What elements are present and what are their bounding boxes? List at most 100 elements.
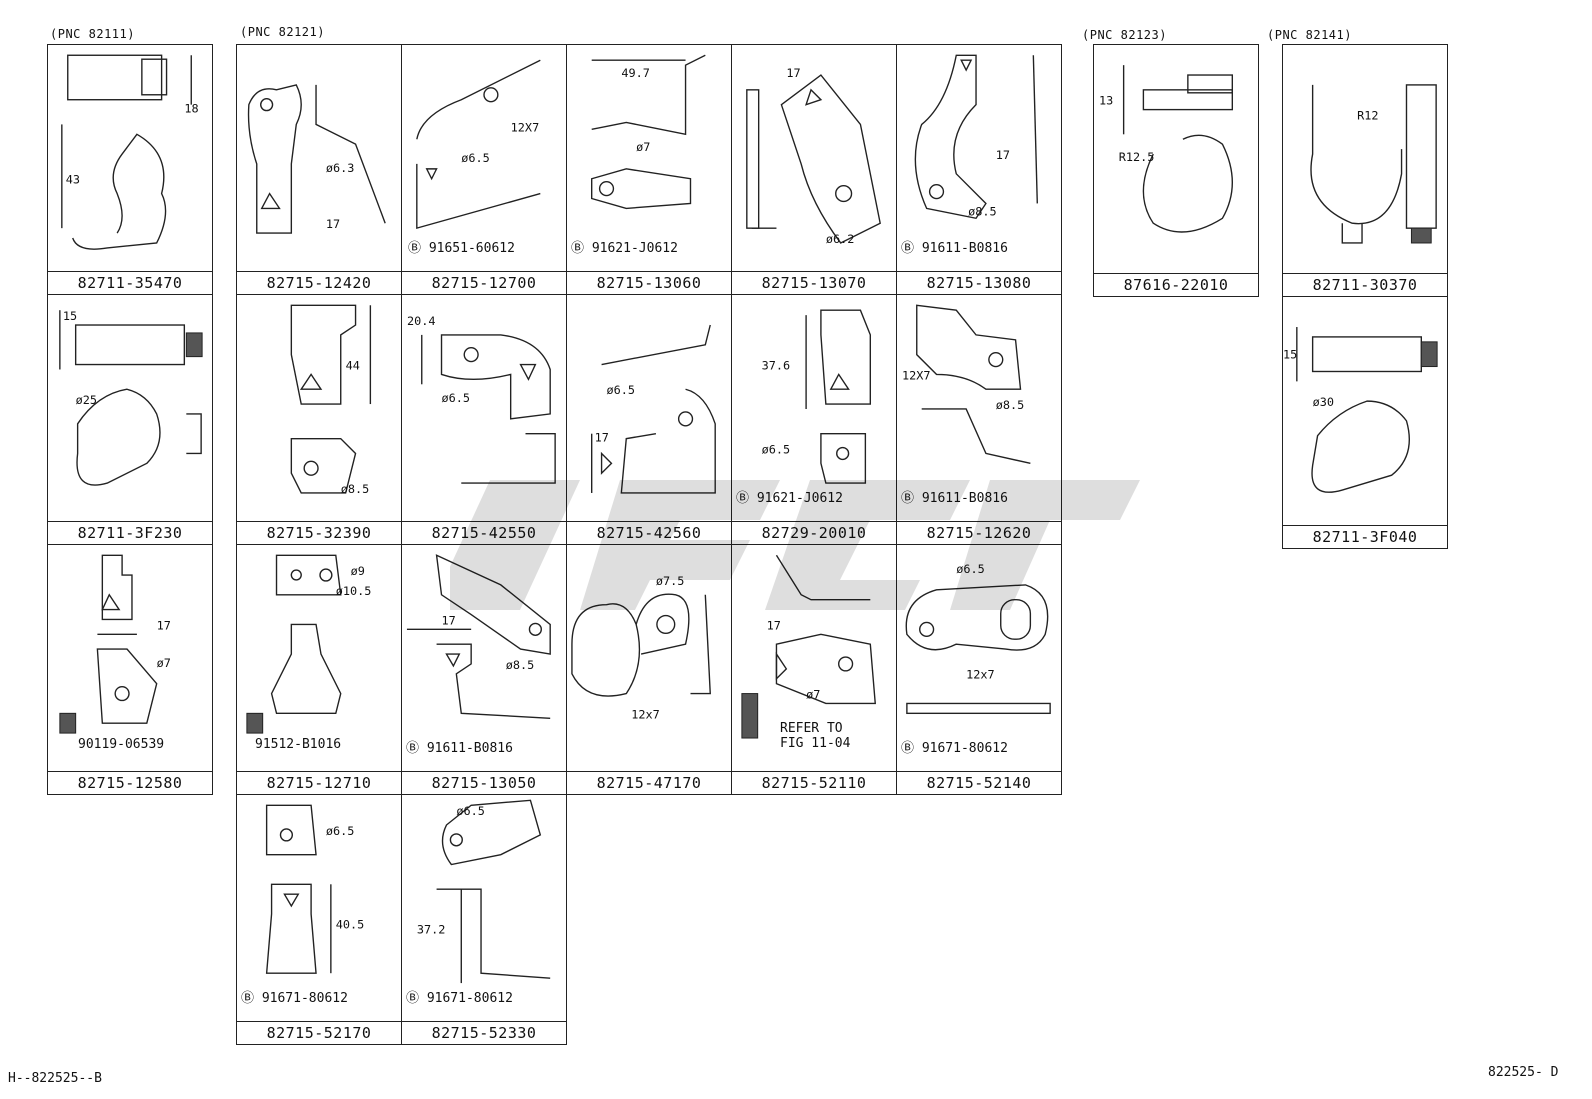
dim-label: 17 bbox=[326, 217, 340, 231]
part-number: 82715-13080 bbox=[897, 271, 1061, 294]
bolt-ref: Ⓑ 91621-J0612 bbox=[736, 491, 843, 506]
dim-label: 40.5 bbox=[336, 918, 365, 932]
dim-label: 12x7 bbox=[631, 707, 660, 721]
bolt-ref-number: 90119-06539 bbox=[78, 737, 165, 752]
bolt-ref-number: 91611-B0816 bbox=[426, 741, 513, 756]
dim-label: ø7 bbox=[806, 688, 820, 702]
dim-label: ø8.5 bbox=[996, 398, 1025, 412]
dim-label: 15 bbox=[63, 309, 77, 323]
diagram-code-right: 822525- D bbox=[1488, 1065, 1559, 1080]
part-cell-82715-12420[interactable]: ø6.3 17 82715-12420 bbox=[236, 44, 402, 295]
bracket-drawing: 17 ø8.5 bbox=[406, 554, 551, 719]
part-cell-82715-52170[interactable]: ø6.5 40.5 Ⓑ 91671-80612 82715-52170 bbox=[236, 794, 402, 1045]
dim-label: 12X7 bbox=[511, 120, 540, 134]
dim-label: 15 bbox=[1283, 348, 1297, 362]
dim-label: 12X7 bbox=[902, 368, 931, 382]
part-cell-82715-52330[interactable]: ø6.5 37.2 Ⓑ 91671-80612 82715-52330 bbox=[401, 794, 567, 1045]
part-number: 82715-12700 bbox=[402, 271, 566, 294]
dim-label: ø6.2 bbox=[826, 232, 855, 246]
clamp-drawing: 15 ø25 bbox=[59, 309, 203, 486]
bracket-drawing: ø6.5 37.2 bbox=[417, 799, 551, 984]
dim-label: 37.6 bbox=[762, 358, 791, 372]
dim-label: ø6.5 bbox=[461, 151, 490, 165]
bolt-ref-number: 91651-60612 bbox=[428, 241, 515, 256]
dim-label: R12.5 bbox=[1119, 150, 1155, 164]
part-cell-82715-42550[interactable]: 20.4 ø6.5 82715-42550 bbox=[401, 294, 567, 545]
part-cell-82711-3F040[interactable]: 15 ø30 82711-3F040 bbox=[1282, 296, 1448, 549]
dim-label: ø7 bbox=[157, 656, 171, 670]
part-number: 82715-13070 bbox=[732, 271, 896, 294]
part-number: 82729-20010 bbox=[732, 521, 896, 544]
part-number: 82715-12710 bbox=[237, 771, 401, 794]
clamp-drawing: 15 ø30 bbox=[1283, 327, 1438, 493]
part-cell-82715-32390[interactable]: 44 ø8.5 82715-32390 bbox=[236, 294, 402, 545]
bolt-ref-number: 91621-J0612 bbox=[756, 491, 843, 506]
dim-label: 17 bbox=[996, 148, 1010, 162]
part-cell-82715-12620[interactable]: 12X7 ø8.5 Ⓑ 91611-B0816 82715-12620 bbox=[896, 294, 1062, 545]
part-number: 82715-12580 bbox=[48, 771, 212, 794]
part-number: 82715-52330 bbox=[402, 1021, 566, 1044]
bracket-drawing: 44 ø8.5 bbox=[290, 304, 372, 496]
bolt-ref: Ⓑ 91671-80612 bbox=[901, 741, 1008, 756]
dim-label: ø8.5 bbox=[506, 658, 535, 672]
clip-drawing: 18 43 bbox=[61, 54, 199, 250]
dim-label: 49.7 bbox=[621, 66, 650, 80]
part-number: 82715-13060 bbox=[567, 271, 731, 294]
part-cell-82715-52110[interactable]: 17 ø7 REFER TO FIG 11-04 82715-52110 bbox=[731, 544, 897, 795]
bolt-ref: 90119-06539 bbox=[78, 737, 164, 752]
part-number: 82711-35470 bbox=[48, 271, 212, 294]
part-cell-82715-13050[interactable]: 17 ø8.5 Ⓑ 91611-B0816 82715-13050 bbox=[401, 544, 567, 795]
dim-label: 17 bbox=[157, 618, 171, 632]
dim-label: 17 bbox=[786, 66, 800, 80]
part-number: 82715-42550 bbox=[402, 521, 566, 544]
dim-label: ø6.5 bbox=[456, 804, 485, 818]
part-cell-82715-13060[interactable]: 49.7 ø7 Ⓑ 91621-J0612 82715-13060 bbox=[566, 44, 732, 295]
dim-label: ø8.5 bbox=[968, 204, 997, 218]
dim-label: 12x7 bbox=[966, 668, 995, 682]
part-cell-82715-42560[interactable]: ø6.5 17 82715-42560 bbox=[566, 294, 732, 545]
part-cell-82729-20010[interactable]: 37.6 ø6.5 Ⓑ 91621-J0612 82729-20010 bbox=[731, 294, 897, 545]
part-number: 82715-12620 bbox=[897, 521, 1061, 544]
part-cell-82715-12580[interactable]: 17 ø7 90119-06539 82715-12580 bbox=[47, 544, 213, 795]
part-number: 82715-47170 bbox=[567, 771, 731, 794]
dim-label: 20.4 bbox=[407, 314, 436, 328]
bracket-drawing: ø6.5 12x7 bbox=[905, 562, 1051, 715]
part-cell-82715-12700[interactable]: 12X7 ø6.5 Ⓑ 91651-60612 82715-12700 bbox=[401, 44, 567, 295]
bolt-ref-number: 91671-80612 bbox=[261, 991, 348, 1006]
part-number: 82711-3F040 bbox=[1283, 525, 1447, 548]
part-cell-82711-35470[interactable]: 18 43 82711-35470 bbox=[47, 44, 213, 295]
pnc-label-82123: (PNC 82123) bbox=[1082, 28, 1167, 42]
part-number: 82715-42560 bbox=[567, 521, 731, 544]
diagram-code-left: H--822525--B bbox=[8, 1071, 102, 1086]
part-number: 82711-3F230 bbox=[48, 521, 212, 544]
part-cell-82711-30370[interactable]: R12 82711-30370 bbox=[1282, 44, 1448, 297]
part-number: 82715-52170 bbox=[237, 1021, 401, 1044]
part-cell-87616-22010[interactable]: 13 R12.5 87616-22010 bbox=[1093, 44, 1259, 297]
part-cell-82715-52140[interactable]: ø6.5 12x7 Ⓑ 91671-80612 82715-52140 bbox=[896, 544, 1062, 795]
part-cell-82715-12710[interactable]: ø9 ø10.5 91512-B1016 82715-12710 bbox=[236, 544, 402, 795]
dim-label: 37.2 bbox=[417, 923, 446, 937]
part-cell-82711-3F230[interactable]: 15 ø25 82711-3F230 bbox=[47, 294, 213, 545]
dim-label: R12 bbox=[1357, 108, 1378, 122]
dim-label: 17 bbox=[595, 431, 609, 445]
bracket-drawing: 17 ø8.5 bbox=[914, 54, 1038, 220]
dim-label: ø30 bbox=[1313, 395, 1334, 409]
dim-label: ø6.5 bbox=[607, 383, 636, 397]
bracket-drawing: 17 ø7 bbox=[59, 554, 171, 734]
bracket-drawing: ø9 ø10.5 bbox=[246, 554, 372, 734]
dim-label: 43 bbox=[66, 173, 80, 187]
bracket-drawing: 20.4 ø6.5 bbox=[407, 314, 556, 484]
dim-label: ø10.5 bbox=[336, 584, 372, 598]
part-cell-82715-13080[interactable]: 17 ø8.5 Ⓑ 91611-B0816 82715-13080 bbox=[896, 44, 1062, 295]
bolt-ref-number: 91621-J0612 bbox=[591, 241, 678, 256]
dim-label: ø9 bbox=[351, 564, 365, 578]
part-cell-82715-47170[interactable]: ø7.5 12x7 82715-47170 bbox=[566, 544, 732, 795]
bracket-drawing: ø6.5 17 bbox=[591, 324, 716, 494]
part-number: 82711-30370 bbox=[1283, 273, 1447, 296]
dim-label: ø6.5 bbox=[326, 824, 355, 838]
part-cell-82715-13070[interactable]: 17 ø6.2 82715-13070 bbox=[731, 44, 897, 295]
part-number: 87616-22010 bbox=[1094, 273, 1258, 296]
bracket-drawing: 17 ø6.2 bbox=[746, 66, 881, 246]
bracket-drawing: ø7.5 12x7 bbox=[571, 574, 711, 721]
bolt-ref-number: 91671-80612 bbox=[921, 741, 1008, 756]
